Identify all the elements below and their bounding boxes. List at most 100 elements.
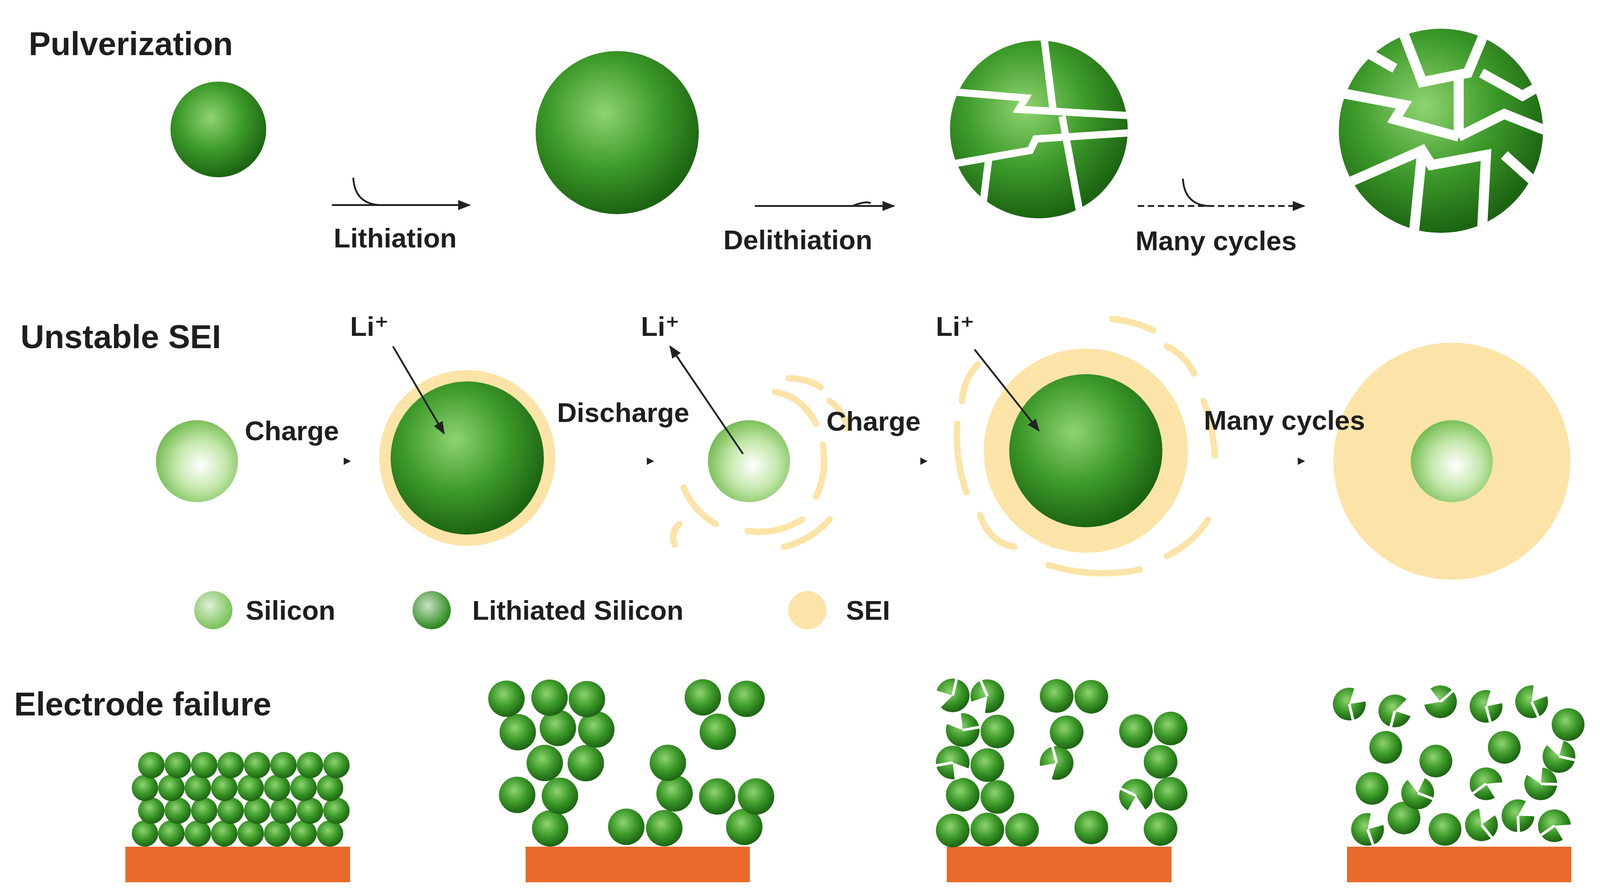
section-heading: Pulverization (28, 25, 233, 63)
particle (1074, 810, 1109, 845)
particle (1143, 745, 1178, 780)
particle (499, 776, 536, 814)
particle (243, 752, 271, 779)
particle (1005, 813, 1039, 847)
particle (190, 752, 218, 779)
crack-gap (1349, 687, 1367, 705)
particle (531, 679, 568, 717)
delithiation-arrow (754, 202, 894, 207)
current-collector (525, 846, 750, 883)
thick-sei (1333, 342, 1571, 580)
crack-gap (1486, 690, 1503, 707)
particle (738, 778, 775, 816)
particle (316, 820, 344, 847)
crack-gap (1479, 807, 1496, 826)
particle (1487, 731, 1521, 764)
particle (1153, 777, 1188, 811)
crack-gap (1486, 782, 1504, 799)
particle (211, 820, 238, 847)
crack-line (1486, 706, 1491, 724)
particle (243, 797, 271, 825)
lithiated-particle (1009, 374, 1163, 528)
step-arrowhead (920, 457, 928, 465)
particle (131, 774, 159, 802)
particle (316, 774, 344, 802)
particle (237, 820, 264, 847)
silicon-particle (707, 420, 790, 503)
current-collector (946, 846, 1172, 883)
crack-line (1540, 784, 1559, 785)
crack-gap (1127, 795, 1146, 814)
crack-line (1540, 825, 1555, 837)
li-ion-arrow (392, 346, 444, 434)
particle (608, 808, 645, 846)
particle (190, 797, 218, 825)
crack-gap (934, 690, 953, 708)
particle (945, 778, 980, 812)
particle (1074, 680, 1109, 714)
step-label: Delithiation (723, 224, 873, 256)
particle (656, 775, 693, 812)
crack-line (935, 762, 953, 766)
legend-swatch (412, 591, 451, 630)
particle (158, 774, 185, 802)
swatch-shine (412, 591, 451, 630)
particle (699, 713, 737, 751)
crack-line (1367, 829, 1374, 847)
crack-gap (1526, 766, 1543, 785)
particle (158, 820, 185, 847)
cracked-particle (949, 40, 1128, 219)
particle (296, 797, 324, 825)
section-heading: Unstable SEI (20, 318, 222, 357)
swatch-shine (194, 591, 233, 630)
crack-line (1440, 690, 1454, 702)
particle (164, 752, 191, 779)
crack-line (1558, 756, 1576, 761)
particle (211, 774, 238, 802)
particle (935, 813, 970, 848)
crack-gap (952, 762, 970, 781)
particle (499, 714, 537, 751)
particle (323, 752, 350, 779)
crack-line (962, 727, 981, 731)
particle (237, 774, 264, 802)
particle (1551, 708, 1585, 742)
crack-line (1052, 746, 1057, 764)
particle (217, 797, 244, 825)
crack-gap (1517, 800, 1536, 817)
crack-gap (1407, 775, 1425, 794)
lithiated-particle (390, 381, 544, 535)
particle (980, 780, 1015, 815)
crack-gap (1554, 824, 1572, 841)
particle (684, 679, 722, 716)
particle (970, 748, 1005, 783)
crack-line (1481, 825, 1493, 839)
particle (217, 752, 244, 779)
sei-layer (983, 348, 1188, 553)
particle (1153, 712, 1188, 746)
particle (164, 797, 191, 825)
particle (1143, 812, 1178, 847)
crack-gap (1039, 763, 1057, 780)
broken-sei (956, 319, 1215, 574)
particle (567, 745, 604, 782)
crack-line (1120, 788, 1136, 796)
crack-line (1517, 815, 1519, 834)
step-arrowhead (1297, 457, 1306, 465)
ion-label: Li⁺ (350, 310, 389, 343)
particle (1119, 714, 1153, 749)
particle (728, 680, 765, 718)
current-collector (1347, 846, 1572, 883)
step-label: Many cycles (1135, 225, 1297, 257)
particle (488, 680, 525, 718)
particle (263, 774, 291, 802)
crack-gap (1423, 688, 1441, 706)
many-cycles-arrow (1137, 178, 1305, 207)
particle (1428, 813, 1462, 847)
crack-line (1349, 704, 1354, 722)
particle (568, 681, 606, 718)
particle (1369, 731, 1403, 764)
broken-sei (673, 378, 848, 548)
